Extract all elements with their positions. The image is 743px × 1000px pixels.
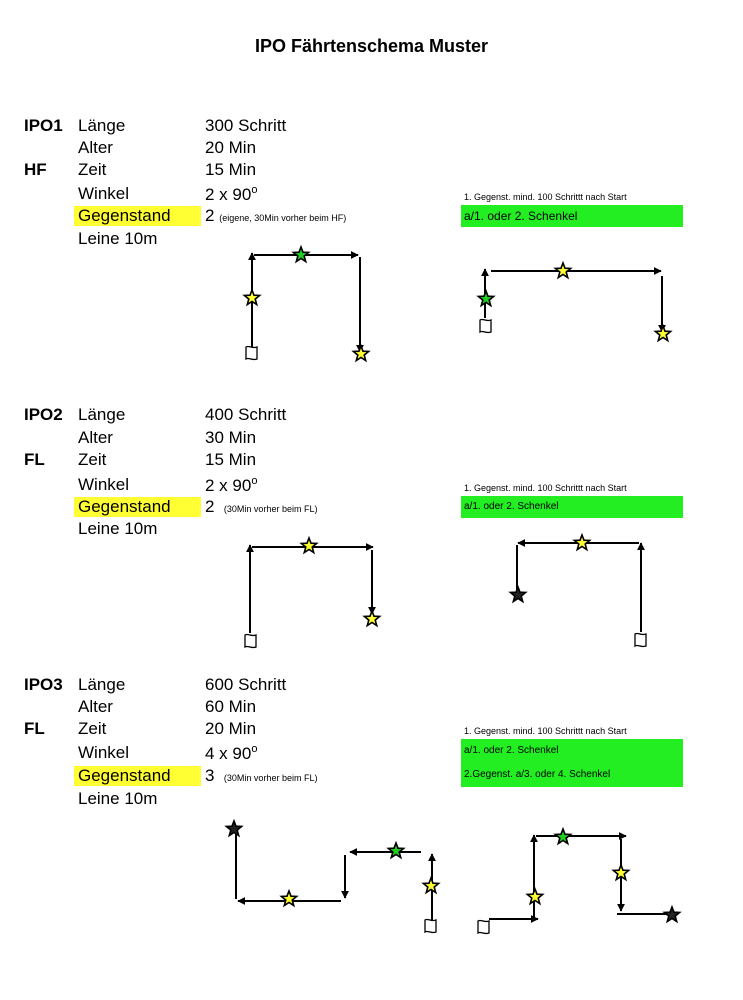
row-label: Länge: [78, 116, 126, 135]
track-diagram-ipo2-a: [244, 535, 382, 649]
rule-line: 2.Gegenst. a/3. oder 4. Schenkel: [464, 769, 611, 780]
type-label: FL: [24, 450, 45, 469]
row-label: Gegenstand: [74, 206, 201, 226]
article-star-icon: [421, 875, 441, 895]
rule-line: a/1. oder 2. Schenkel: [464, 209, 578, 223]
row-label: Alter: [78, 428, 113, 447]
highlighted-label: Gegenstand: [74, 766, 201, 786]
article-star-icon: [653, 323, 673, 343]
degree-sign: o: [251, 743, 258, 755]
article-star-icon: [362, 608, 382, 628]
row-value: 60 Min: [205, 697, 257, 716]
row-label: Winkel: [78, 184, 130, 203]
type-label: HF: [24, 160, 47, 179]
item-note: (30Min vorher beim FL): [223, 773, 318, 783]
degree-sign: o: [251, 475, 258, 487]
row-value: 2 x 90o: [205, 184, 257, 205]
rule-box: a/1. oder 2. Schenkel 2.Gegenst. a/3. od…: [461, 739, 683, 787]
row-value: 2 (eigene, 30Min vorher beim HF): [205, 206, 346, 226]
start-flag-icon: [424, 918, 437, 934]
row-value: 600 Schritt: [205, 675, 287, 694]
rule-line: a/1. oder 2. Schenkel: [464, 745, 559, 756]
rule-title: 1. Gegenst. mind. 100 Schrittt nach Star…: [464, 483, 627, 493]
angle-value: 2 x 90: [205, 476, 252, 495]
item-count: 3: [205, 766, 215, 785]
row-label: Winkel: [78, 743, 130, 762]
article-star-icon: [662, 904, 682, 924]
article-star-icon: [553, 826, 573, 846]
item-count: 2: [205, 497, 215, 516]
item-note: (eigene, 30Min vorher beim HF): [219, 213, 347, 223]
row-value: 4 x 90o: [205, 743, 257, 764]
degree-sign: o: [251, 184, 258, 196]
article-star-icon: [224, 818, 244, 838]
row-label: Länge: [78, 675, 126, 694]
article-star-icon: [386, 840, 406, 860]
row-value: 3 (30Min vorher beim FL): [205, 766, 317, 786]
row-value: 300 Schritt: [205, 116, 287, 135]
start-flag-icon: [477, 919, 490, 935]
rule-box: a/1. oder 2. Schenkel: [461, 496, 683, 518]
track-diagram-ipo1-a: [242, 244, 371, 363]
article-star-icon: [291, 244, 311, 264]
row-label: Leine 10m: [78, 789, 158, 808]
item-count: 2: [205, 206, 215, 225]
rule-box: a/1. oder 2. Schenkel: [461, 205, 683, 227]
level-label: IPO1: [24, 116, 63, 135]
row-label: Zeit: [78, 450, 107, 469]
row-value: 30 Min: [205, 428, 257, 447]
article-star-icon: [572, 532, 592, 552]
row-label: Zeit: [78, 160, 107, 179]
row-label: Gegenstand: [74, 766, 201, 786]
row-value: 15 Min: [205, 450, 257, 469]
row-label: Leine 10m: [78, 229, 158, 248]
row-label: Alter: [78, 138, 113, 157]
row-label: Winkel: [78, 475, 130, 494]
level-label: IPO3: [24, 675, 63, 694]
row-value: 15 Min: [205, 160, 257, 179]
row-label: Alter: [78, 697, 113, 716]
row-value: 400 Schritt: [205, 405, 287, 424]
article-star-icon: [553, 260, 573, 280]
row-value: 20 Min: [205, 719, 257, 738]
article-star-icon: [242, 287, 262, 307]
article-star-icon: [476, 288, 496, 308]
item-note: (30Min vorher beim FL): [223, 504, 318, 514]
level-label: IPO2: [24, 405, 63, 424]
article-star-icon: [279, 888, 299, 908]
track-diagram-ipo2-b: [508, 532, 647, 648]
type-label: FL: [24, 719, 45, 738]
row-label: Leine 10m: [78, 519, 158, 538]
row-label: Zeit: [78, 719, 107, 738]
track-diagram-ipo3-a: [224, 818, 441, 934]
row-value: 2 x 90o: [205, 475, 257, 496]
start-flag-icon: [244, 633, 257, 649]
track-diagram-ipo1-b: [476, 260, 673, 343]
start-flag-icon: [479, 318, 492, 334]
angle-value: 2 x 90: [205, 185, 252, 204]
angle-value: 4 x 90: [205, 744, 252, 763]
article-star-icon: [508, 584, 528, 604]
rule-title: 1. Gegenst. mind. 100 Schrittt nach Star…: [464, 192, 627, 202]
article-star-icon: [351, 343, 371, 363]
highlighted-label: Gegenstand: [74, 206, 201, 226]
highlighted-label: Gegenstand: [74, 497, 201, 517]
page-title: IPO Fährtenschema Muster: [254, 36, 489, 56]
row-label: Länge: [78, 405, 126, 424]
row-value: 20 Min: [205, 138, 257, 157]
row-label: Gegenstand: [74, 497, 201, 517]
row-value: 2 (30Min vorher beim FL): [205, 497, 317, 517]
article-star-icon: [299, 535, 319, 555]
start-flag-icon: [634, 632, 647, 648]
rule-line: a/1. oder 2. Schenkel: [464, 501, 559, 512]
rule-title: 1. Gegenst. mind. 100 Schrittt nach Star…: [464, 726, 627, 736]
start-flag-icon: [245, 345, 258, 361]
track-diagram-ipo3-b: [477, 826, 682, 935]
article-star-icon: [525, 886, 545, 906]
article-star-icon: [611, 862, 631, 882]
